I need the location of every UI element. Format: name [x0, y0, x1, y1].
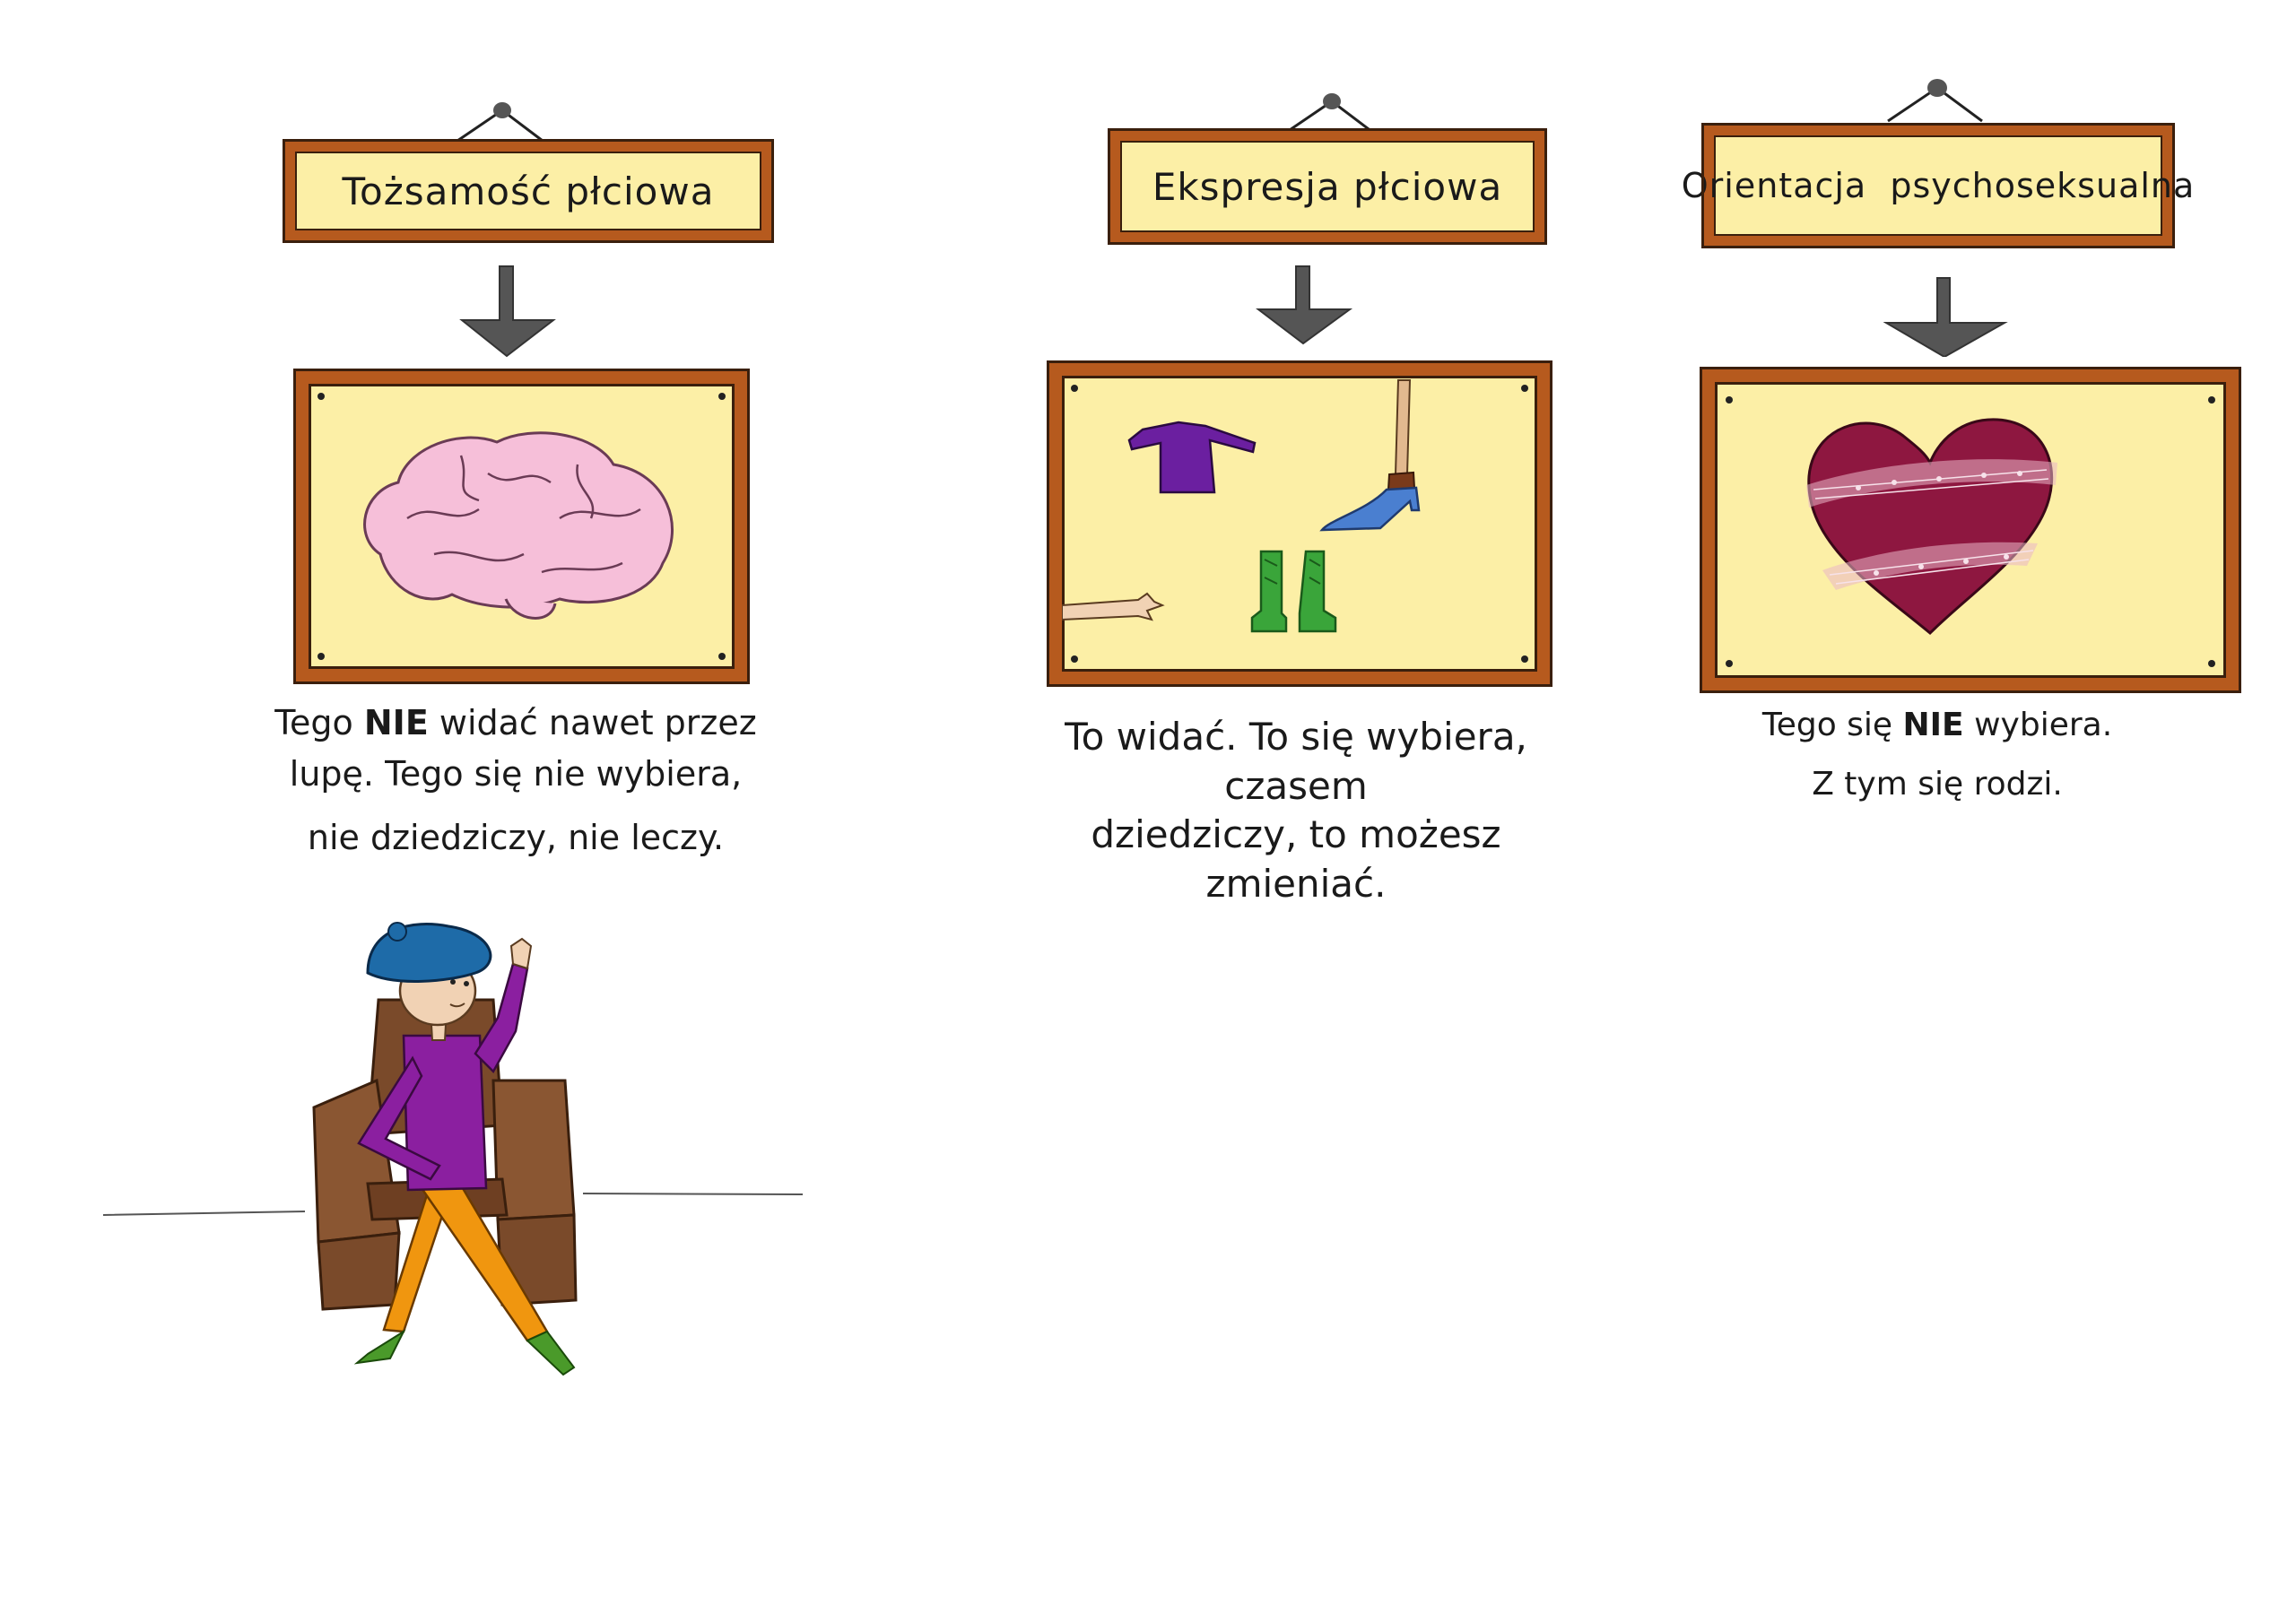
down-arrow-icon — [1256, 265, 1353, 345]
caption-emphasis: NIE — [363, 703, 429, 742]
hanger-icon — [457, 102, 544, 143]
caption-gender-expression: To widać. To się wybiera, czasem dziedzi… — [996, 713, 1596, 908]
hanger-icon — [1887, 79, 1983, 123]
down-arrow-icon — [459, 265, 556, 358]
clothing-items-icon — [1062, 379, 1421, 633]
title-frame-orientation: Orientacja psychoseksualna — [1682, 123, 2194, 248]
caption-orientation: Tego się NIE wybiera. Z tym się rodzi. — [1704, 699, 2170, 810]
title-frame-gender-identity: Tożsamość płciowa — [283, 139, 774, 243]
hanger-icon — [1286, 93, 1373, 134]
caption-part: wybiera. — [1963, 707, 2113, 743]
person-in-armchair-icon — [102, 922, 804, 1376]
illustration-panel-brain — [293, 369, 750, 684]
caption-part: Tego — [274, 703, 364, 742]
down-arrow-icon — [1883, 277, 2008, 357]
caption-part: Tego się — [1761, 707, 1903, 743]
caption-line: Z tym się rodzi. — [1812, 765, 2063, 803]
card-title: Ekspresja płciowa — [1152, 164, 1503, 209]
title-frame-gender-expression: Ekspresja płciowa — [1108, 128, 1547, 245]
caption-gender-identity: Tego NIE widać nawet przez lupę. Tego si… — [229, 698, 803, 864]
caption-line: dziedziczy, to możesz zmieniać. — [1091, 812, 1501, 906]
caption-line: To widać. To się wybiera, czasem — [1065, 715, 1527, 808]
caption-part: widać nawet przez — [428, 703, 757, 742]
illustration-panel-heart — [1700, 367, 2241, 693]
caption-line: nie dziedziczy, nie leczy. — [307, 818, 725, 857]
brain-icon — [363, 431, 674, 620]
caption-line: lupę. Tego się nie wybiera, — [289, 754, 743, 794]
heart-icon — [1806, 418, 2057, 636]
card-title: Orientacja psychoseksualna — [1681, 166, 2196, 205]
caption-emphasis: NIE — [1902, 707, 1964, 743]
illustration-panel-clothing — [1047, 360, 1552, 687]
card-title: Tożsamość płciowa — [342, 169, 715, 213]
